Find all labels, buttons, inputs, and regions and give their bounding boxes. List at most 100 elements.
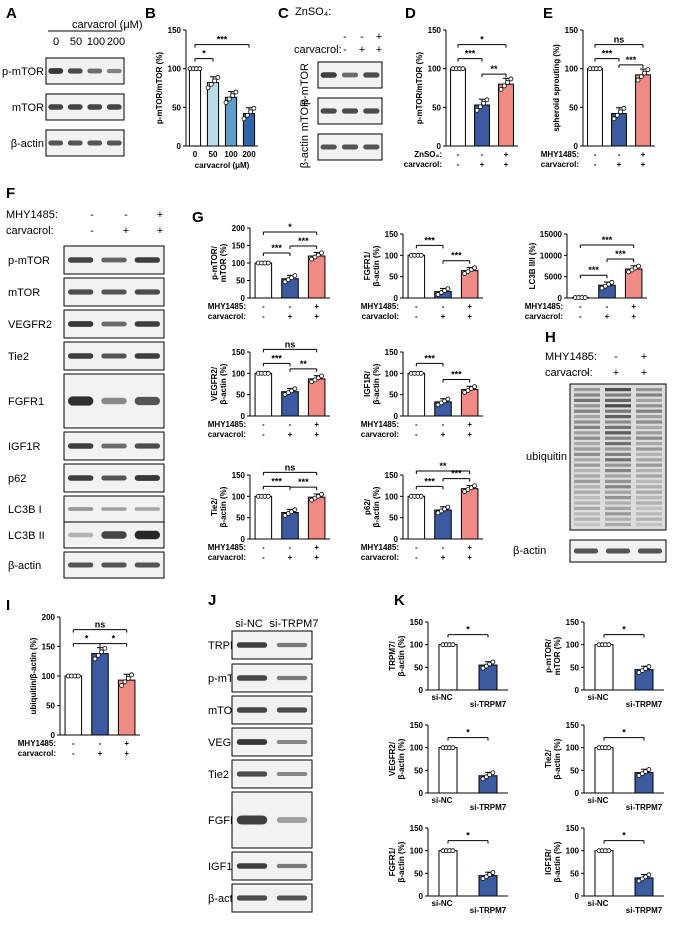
panel-j-blot-row-band (236, 771, 268, 777)
sig-label: * (622, 728, 626, 738)
panel-c-blot-row-band (341, 72, 359, 78)
condition-mark: - (262, 312, 265, 321)
y-tick-label: 100 (428, 65, 442, 74)
bar (587, 68, 603, 147)
data-point (226, 96, 232, 102)
panel-j-blot-row (231, 791, 313, 849)
data-point (472, 265, 477, 271)
panel-h-smear-band (636, 442, 662, 446)
data-point (582, 295, 588, 300)
data-point (282, 279, 288, 285)
y-axis-label: FGFR1/ (363, 251, 372, 280)
sig-label: *** (626, 55, 637, 65)
sig-label: *** (424, 235, 435, 245)
panel-label-a: A (6, 5, 17, 22)
y-tick-label: 50 (46, 702, 55, 711)
y-tick-label: 150 (168, 26, 182, 35)
panel-c-zn-mark: - (360, 31, 364, 43)
condition-mark: - (415, 302, 418, 311)
y-axis-label: ubiquitin/β-actin (%) (29, 637, 38, 714)
y-tick-label: 0 (419, 892, 424, 901)
condition-mark: - (262, 543, 265, 552)
y-axis-label: spheroid sprouting (%) (552, 44, 561, 132)
y-tick-label: 50 (414, 869, 423, 878)
sig-label: * (466, 625, 470, 635)
bar (307, 255, 326, 299)
sig-label: * (85, 634, 89, 644)
condition-label: carvacrol: (18, 749, 56, 758)
sig-label: *** (602, 49, 613, 59)
data-point (450, 848, 456, 854)
y-tick-label: 150 (42, 643, 56, 652)
y-tick-label: 50 (389, 273, 398, 282)
sig-label: ns (614, 35, 625, 45)
panel-f-blot-row-band (134, 321, 160, 327)
panel-h-smear-band (574, 490, 600, 494)
y-tick-label: 200 (232, 224, 246, 233)
sig-label: * (466, 831, 470, 841)
condition-mark: - (579, 302, 582, 311)
panel-a-blot-row-band (48, 68, 64, 74)
panel-c-row-label: β-actin (299, 135, 311, 168)
data-point (480, 876, 486, 882)
panel-h-ubiquitin-label: ubiquitin (526, 451, 567, 463)
sig-label: *** (615, 249, 626, 259)
condition-mark: + (124, 739, 129, 748)
panel-a-blot-row-band (67, 104, 83, 110)
condition-mark: + (631, 312, 636, 321)
y-tick-label: 50 (569, 103, 578, 112)
panel-h-carv-mark: + (613, 367, 619, 379)
data-point (481, 100, 487, 106)
panel-j-blot-row (231, 663, 313, 693)
condition-mark: + (631, 302, 636, 311)
y-axis-label: p-mTOR/mTOR (%) (415, 52, 424, 124)
panel-f-blot-lc3b1-band (101, 507, 127, 511)
panel-f-mhy-mark: + (157, 209, 163, 221)
panel-c-row-label: mTOR (299, 99, 311, 131)
y-tick-label: 100 (410, 847, 424, 856)
panel-h-smear-band (574, 404, 600, 408)
panel-h-smear-band (574, 512, 600, 516)
panel-f-blot-row-band (134, 443, 160, 449)
bar (407, 372, 426, 417)
y-axis-label: p62/ (363, 498, 372, 515)
condition-mark: - (442, 302, 445, 311)
y-axis-label: VEGFR2/ (388, 741, 397, 776)
condition-mark: - (579, 312, 582, 321)
x-tick-label: si-NC (588, 796, 609, 805)
panel-j-blot-row (231, 759, 313, 789)
data-point (102, 645, 108, 651)
sig-label: * (480, 35, 484, 45)
data-point (484, 97, 490, 103)
x-tick-label: si-NC (588, 899, 609, 908)
panel-j-blot-row-band (236, 642, 268, 648)
y-tick-label: 0 (437, 142, 442, 151)
data-point (505, 79, 511, 85)
panel-h-smear-band (605, 431, 631, 435)
panel-h-smear-band (574, 452, 600, 456)
panel-f-blot-row-band (134, 353, 160, 359)
sig-label: ns (95, 620, 106, 630)
data-point (460, 66, 466, 72)
data-point (646, 872, 652, 878)
condition-mark: - (262, 553, 265, 562)
panel-c-blot-row-band (341, 108, 359, 114)
panel-h-smear-band (605, 474, 631, 478)
panel-h-mhy-label: MHY1485: (545, 351, 597, 363)
data-point (501, 83, 507, 89)
panel-h-smear-band (574, 479, 600, 483)
condition-label: carvacrol: (525, 312, 563, 321)
panel-c-blot-row-band (341, 144, 359, 150)
bar (254, 262, 273, 299)
panel-h-smear-band (605, 398, 631, 402)
data-point (292, 386, 298, 392)
panel-h-smear-band (605, 409, 631, 413)
y-tick-label: 50 (570, 663, 579, 672)
panel-h-actin-blot (569, 539, 667, 563)
panel-f-blot-row-band (101, 443, 127, 449)
panel-f-blot-row-band (134, 475, 160, 481)
data-point (205, 85, 211, 91)
bar (307, 378, 326, 417)
